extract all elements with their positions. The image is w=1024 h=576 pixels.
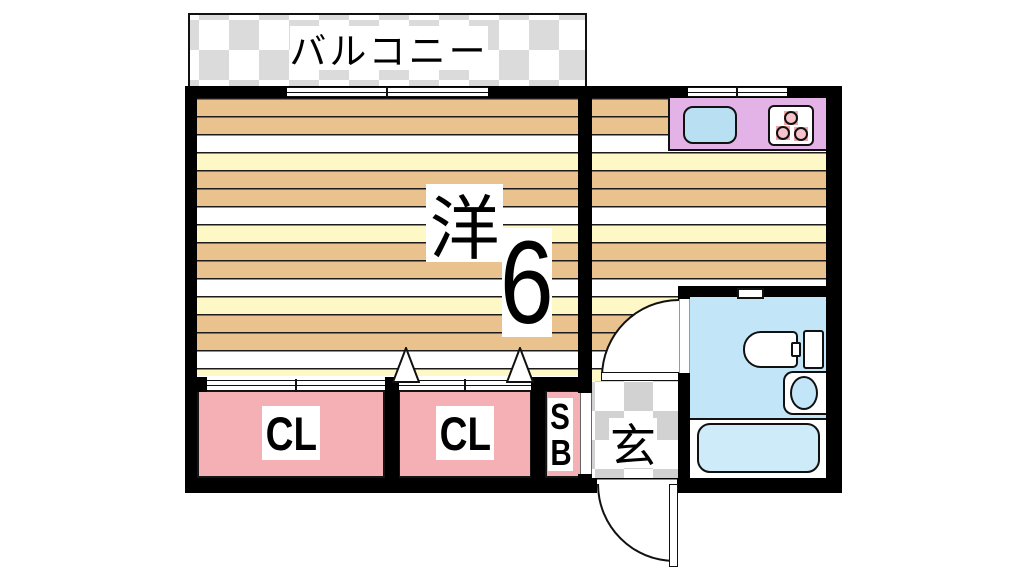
- burner-icon: [794, 127, 808, 141]
- burner-icon: [776, 126, 790, 140]
- wall-bathroom-left-stub: [678, 286, 690, 300]
- wall-room-divider-stub: [578, 474, 592, 482]
- balcony-label: バルコニー: [289, 26, 488, 72]
- wall-closet-stub-left: [197, 377, 207, 392]
- shoebox-label-top-text: S: [550, 395, 571, 437]
- wall-bottom: [185, 478, 842, 493]
- shoebox-label-bottom-text: B: [549, 431, 572, 473]
- wall-room-divider: [578, 98, 592, 393]
- closet1-sliding-door: [207, 379, 385, 392]
- wall-shoebox-top: [545, 377, 581, 391]
- toilet-tank-icon: [803, 330, 824, 369]
- western-room-size-text: 6: [500, 216, 554, 349]
- closet2-label-text: CL: [439, 406, 491, 460]
- wall-left: [185, 86, 197, 493]
- western-room-label-text: 洋: [429, 189, 500, 268]
- window-tick: [736, 86, 738, 98]
- entrance-door-swing: [597, 484, 675, 562]
- balcony-window: [287, 86, 488, 98]
- shoebox-label-bottom: B: [548, 431, 573, 473]
- closet1-label: CL: [262, 406, 320, 460]
- western-room-label: 洋: [426, 184, 503, 268]
- wall-closet2-shoebox: [531, 377, 545, 478]
- burner-icon: [784, 111, 798, 125]
- bathroom-window: [737, 288, 764, 299]
- window-tick: [386, 86, 388, 98]
- entrance-label: 玄: [609, 418, 657, 472]
- toilet-bowl-icon: [743, 331, 798, 368]
- entrance-door-leaf: [669, 484, 678, 567]
- wall-closet1-closet2: [385, 377, 399, 478]
- door-tick: [464, 379, 466, 392]
- closet2-sliding-door: [399, 379, 531, 392]
- kitchen-window: [688, 86, 787, 98]
- toilet-handle-icon: [791, 342, 801, 357]
- shoebox-opening: [580, 393, 592, 474]
- folding-door-marker-icon: [392, 347, 420, 383]
- shoebox-label-top: S: [548, 395, 573, 437]
- wall-right: [826, 86, 842, 493]
- folding-door-marker-icon: [506, 347, 534, 383]
- western-room-size: 6: [500, 217, 554, 349]
- bathroom-doorway: [679, 299, 690, 373]
- basin-icon: [790, 376, 818, 410]
- wall-bathroom-left: [678, 373, 690, 478]
- closet1-label-text: CL: [265, 406, 317, 460]
- entrance-label-text: 玄: [610, 420, 656, 472]
- door-tick: [295, 379, 297, 392]
- closet2-label: CL: [436, 406, 494, 460]
- bathroom-door-leaf: [601, 372, 679, 381]
- bathtub-icon: [697, 423, 820, 473]
- balcony-label-text: バルコニー: [289, 31, 489, 72]
- kitchen-sink-icon: [683, 106, 737, 144]
